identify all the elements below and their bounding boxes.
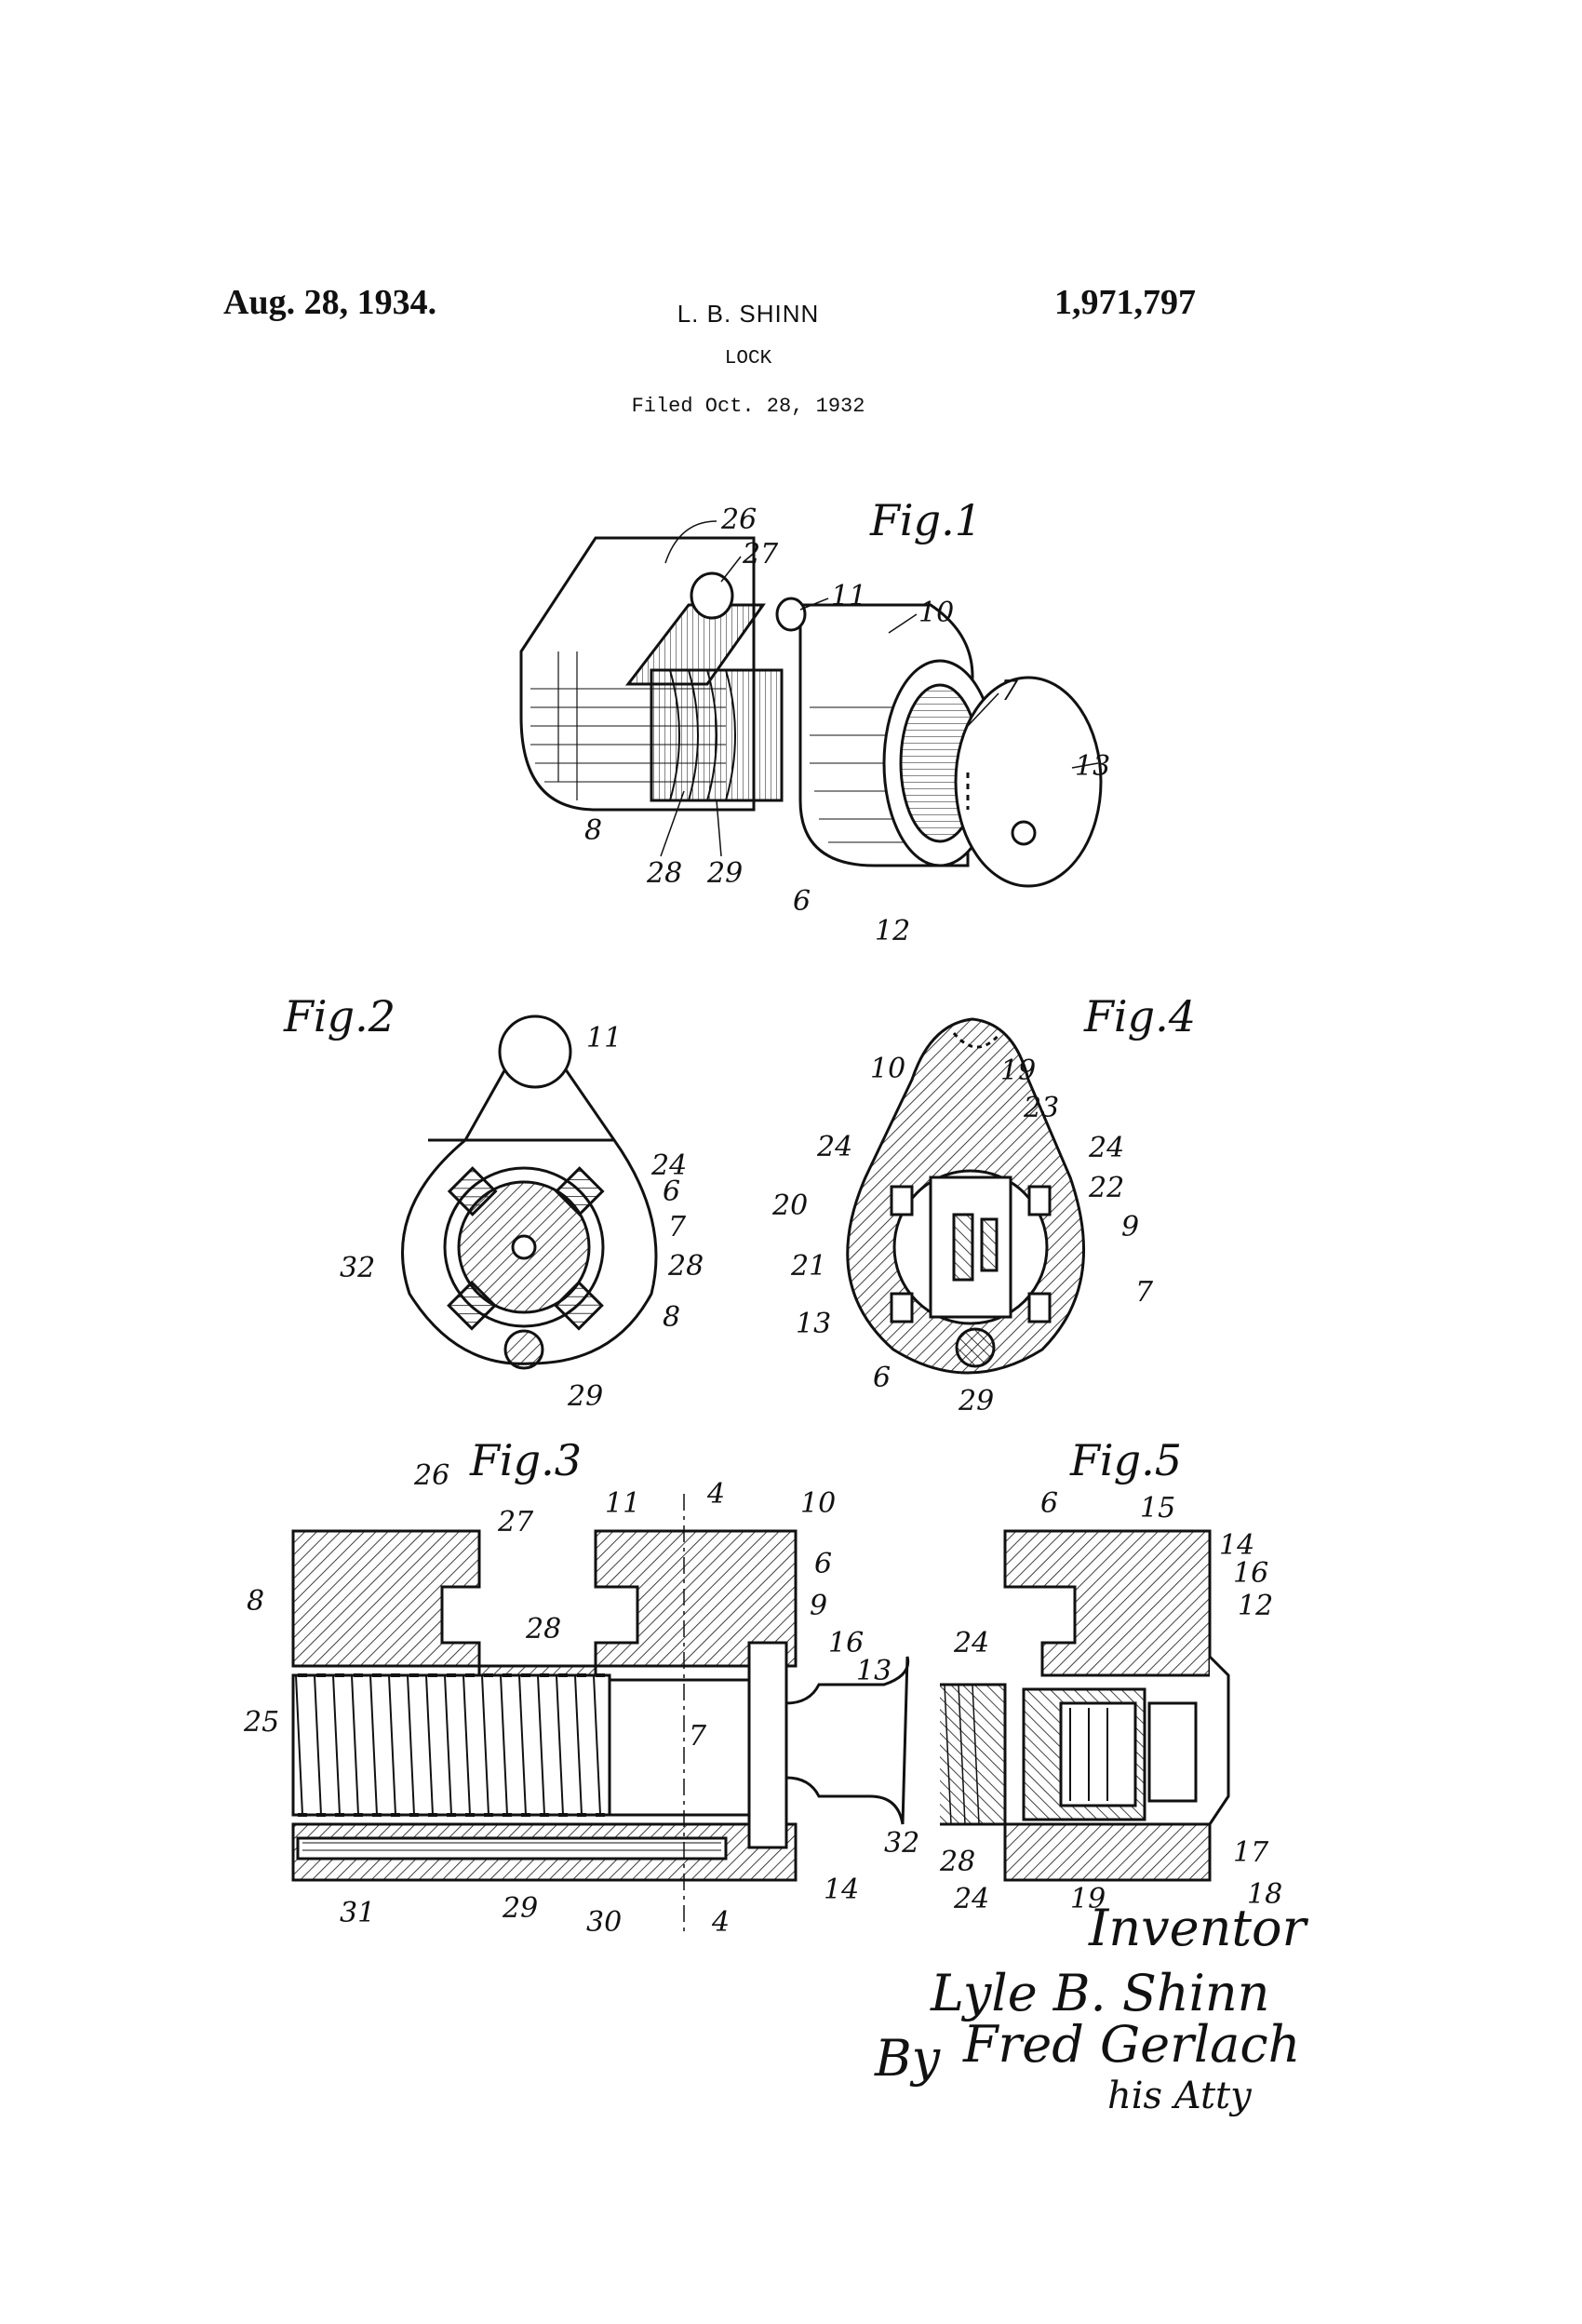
fig3-label-14: 14: [824, 1874, 859, 1906]
fig5-label-24b: 24: [953, 1883, 989, 1915]
fig2-label-7: 7: [668, 1211, 687, 1243]
fig4-label-10: 10: [870, 1053, 905, 1085]
attorney-suffix: his Atty: [1107, 2075, 1253, 2117]
fig1-label-7: 7: [1000, 675, 1019, 707]
fig3-label-26: 26: [413, 1459, 449, 1492]
fig2-labels: 11 24 6 7 28 8 32 29: [340, 1022, 704, 1413]
fig1-leaders: [660, 520, 1099, 857]
fig1-label-6: 6: [793, 885, 811, 918]
fig3-label-10: 10: [800, 1487, 836, 1520]
fig4-label-29: 29: [958, 1385, 994, 1417]
fig5-label-16: 16: [1233, 1557, 1268, 1590]
fig4-label-24b: 24: [1088, 1132, 1124, 1164]
fig5-labels: 6 15 14 16 12 24 32 28 24 19 17 18: [884, 1487, 1282, 1915]
fig3-label-16: 16: [828, 1627, 864, 1659]
fig2-label-8: 8: [663, 1301, 680, 1334]
fig1-caption: Fig.1: [869, 495, 982, 545]
fig3-label-13: 13: [856, 1655, 892, 1687]
fig3-label-30: 30: [586, 1906, 622, 1939]
by-label: By: [874, 2029, 942, 2088]
fig3-label-4a: 4: [706, 1478, 725, 1511]
figure-5: [940, 1529, 1230, 1882]
fig2-label-11: 11: [586, 1022, 622, 1055]
fig4-label-19: 19: [1000, 1055, 1036, 1087]
fig2-label-24: 24: [650, 1149, 687, 1182]
fig4-caption: Fig.4: [1083, 991, 1196, 1041]
fig5-label-15: 15: [1140, 1492, 1175, 1525]
fig4-labels: 10 19 23 24 24 22 9 20 21 7 13 6 29: [771, 1053, 1154, 1417]
fig4-label-7: 7: [1135, 1276, 1154, 1309]
fig5-label-32: 32: [884, 1827, 919, 1860]
patent-date: Aug. 28, 1934.: [223, 283, 437, 322]
fig5-label-6: 6: [1040, 1487, 1058, 1520]
fig4-label-13: 13: [796, 1308, 831, 1340]
fig3-label-6: 6: [814, 1548, 832, 1580]
fig3-label-4b: 4: [711, 1906, 730, 1939]
fig1-label-10: 10: [918, 597, 954, 629]
fig4-label-24a: 24: [816, 1131, 852, 1163]
signature-block: Inventor Lyle B. Shinn By Fred Gerlach h…: [874, 1899, 1309, 2117]
inventor-name: L. B. SHINN: [677, 300, 820, 328]
fig1-label-28: 28: [646, 857, 682, 890]
fig3-label-8: 8: [247, 1585, 264, 1618]
figure-4: [846, 1017, 1085, 1375]
fig1-label-27: 27: [742, 538, 779, 571]
fig5-label-12: 12: [1238, 1590, 1273, 1622]
fig2-label-32: 32: [340, 1252, 375, 1284]
fig5-label-18: 18: [1247, 1878, 1282, 1911]
fig3-label-27: 27: [497, 1506, 534, 1538]
attorney-signature: Fred Gerlach: [962, 2015, 1300, 2074]
fig4-label-6: 6: [873, 1362, 891, 1394]
fig2-label-29: 29: [567, 1380, 603, 1413]
fig2-label-6: 6: [663, 1175, 680, 1208]
fig2-caption: Fig.2: [283, 991, 396, 1041]
fig3-label-7: 7: [689, 1720, 707, 1753]
fig3-label-28: 28: [525, 1613, 561, 1646]
fig4-label-20: 20: [771, 1189, 808, 1222]
fig3-label-31: 31: [340, 1897, 375, 1929]
fig3-label-11: 11: [605, 1487, 640, 1520]
patent-title: LOCK: [724, 348, 772, 369]
fig3-label-29: 29: [502, 1892, 538, 1925]
inventor-label: Inventor: [1088, 1899, 1309, 1957]
fig1-label-29: 29: [706, 857, 743, 890]
fig4-label-23: 23: [1023, 1092, 1059, 1124]
patent-number: 1,971,797: [1054, 283, 1196, 322]
fig5-label-14: 14: [1219, 1529, 1254, 1562]
fig5-caption: Fig.5: [1069, 1435, 1182, 1485]
figure-2: [401, 1014, 658, 1370]
filed-date: Filed Oct. 28, 1932: [631, 395, 865, 418]
fig1-label-8: 8: [584, 814, 602, 847]
fig5-label-17: 17: [1233, 1836, 1269, 1869]
fig2-label-28: 28: [667, 1250, 704, 1283]
fig3-label-9: 9: [810, 1590, 827, 1622]
fig1-label-12: 12: [875, 915, 910, 947]
fig3-caption: Fig.3: [469, 1435, 582, 1485]
fig4-label-9: 9: [1121, 1211, 1139, 1243]
fig5-label-19: 19: [1070, 1883, 1106, 1915]
figure-3: [291, 1494, 910, 1936]
fig3-labels: 26 27 11 4 10 6 9 16 13 8 28 25 7 31 29 …: [243, 1459, 892, 1939]
fig4-label-22: 22: [1088, 1172, 1124, 1204]
fig5-label-24a: 24: [953, 1627, 989, 1659]
fig4-label-21: 21: [790, 1250, 826, 1283]
fig5-label-28: 28: [939, 1846, 975, 1878]
figure-1: [519, 536, 1103, 888]
fig1-labels: 26 27 11 10 7 13 8 28 29 6 12: [584, 504, 1110, 947]
fig1-label-11: 11: [831, 580, 866, 612]
fig3-label-25: 25: [243, 1706, 279, 1739]
inventor-signature: Lyle B. Shinn: [930, 1964, 1269, 2022]
fig1-label-26: 26: [720, 504, 757, 536]
